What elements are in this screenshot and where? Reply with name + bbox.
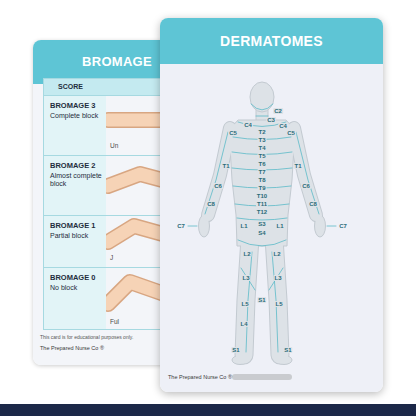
brand-name: The Prepared Nurse Co ® [40, 346, 104, 352]
caption-fragment: Un [110, 143, 118, 150]
dermatome-label: T2 [257, 129, 266, 135]
dermatome-label: L5 [274, 301, 283, 307]
dermatome-label: C6 [213, 183, 223, 189]
dermatome-label: T6 [257, 161, 266, 167]
dermatome-label: C7 [176, 223, 186, 229]
dermatome-label: L3 [273, 275, 282, 281]
dermatome-label: C2 [273, 108, 283, 114]
score-name: BROMAGE 1 [44, 216, 104, 232]
dermatome-label: T4 [257, 145, 266, 151]
dermatome-label: S4 [257, 230, 266, 236]
dermatome-label: L2 [272, 251, 281, 257]
dermatome-label: L5 [240, 301, 249, 307]
dermatome-label: T11 [256, 201, 268, 207]
dermatome-lines [188, 104, 336, 352]
dermatome-label: S1 [257, 297, 266, 303]
score-description: No block [44, 284, 104, 292]
disclaimer-note: This card is for educational purposes on… [40, 335, 133, 340]
dermatome-label: L4 [239, 321, 248, 327]
dermatome-label: T3 [257, 137, 266, 143]
dermatome-label: S1 [231, 347, 240, 353]
dermatome-label: C4 [243, 122, 253, 128]
dermatome-label: S3 [257, 221, 266, 227]
dermatome-label: L2 [242, 251, 251, 257]
dermatome-label: L3 [241, 275, 250, 281]
dermatome-label: S1 [283, 347, 292, 353]
dermatome-label: C5 [228, 130, 238, 136]
caption-fragment: Ful [110, 319, 119, 326]
brand-name: The Prepared Nurse Co ® [168, 375, 232, 381]
footer-bar [0, 404, 416, 416]
dermatome-label: T10 [256, 193, 268, 199]
score-name: BROMAGE 0 [44, 268, 104, 284]
card-title: DERMATOMES [160, 18, 383, 64]
dermatome-label: C4 [278, 123, 288, 129]
score-name: BROMAGE 3 [44, 96, 104, 112]
score-description: Partial block [44, 232, 104, 240]
dermatome-label: C5 [286, 130, 296, 136]
caption-fragment: J [110, 255, 113, 262]
dermatome-label: C8 [308, 201, 318, 207]
dermatome-label: T1 [221, 163, 230, 169]
dermatome-label: T7 [257, 169, 266, 175]
score-description: Almost complete block [44, 172, 104, 188]
dermatome-card: DERMATOMES [160, 18, 383, 392]
dermatome-label: T9 [257, 185, 266, 191]
dermatome-label: T5 [257, 153, 266, 159]
score-name: BROMAGE 2 [44, 156, 104, 172]
dermatome-label: C6 [301, 183, 311, 189]
dermatome-label: C8 [206, 201, 216, 207]
dermatome-label: C3 [266, 117, 276, 123]
dermatome-label: T12 [256, 209, 268, 215]
dermatome-label: T1 [293, 163, 302, 169]
dermatome-label: T8 [257, 177, 266, 183]
dermatome-label: C7 [338, 223, 348, 229]
dermatome-label: L1 [275, 223, 284, 229]
body-figure [160, 18, 383, 392]
score-description: Complete block [44, 112, 104, 120]
dermatome-label: L1 [239, 223, 248, 229]
card-tab [232, 374, 292, 380]
